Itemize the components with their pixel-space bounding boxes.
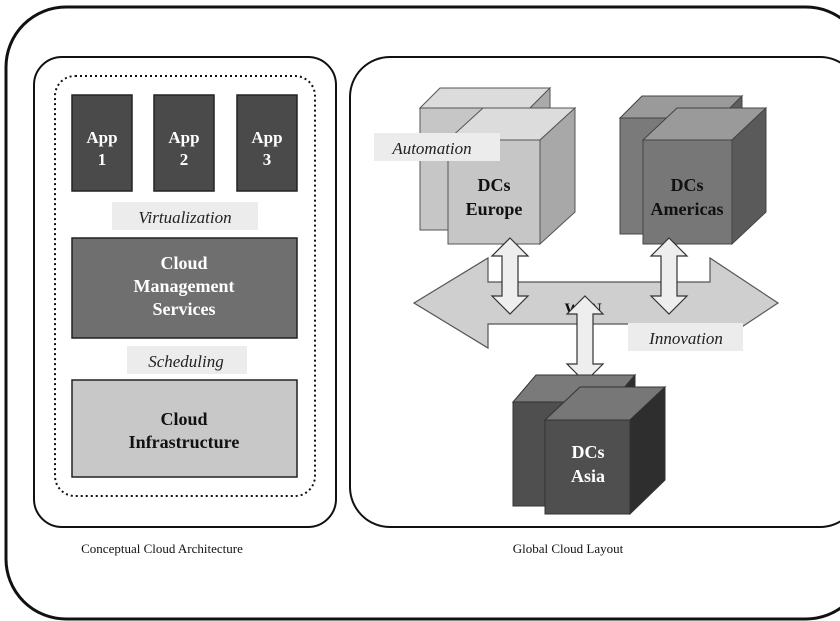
asia-cube: DCs Asia: [543, 385, 667, 516]
wan-arrow: [412, 256, 780, 350]
left-caption: Conceptual Cloud Architecture: [81, 541, 243, 556]
europe-wan-connector: [490, 237, 530, 315]
innovation-tag: Innovation: [628, 323, 743, 351]
innovation-label: Innovation: [648, 329, 723, 348]
scheduling-tag: Scheduling: [127, 346, 247, 374]
automation-tag: Automation: [374, 133, 500, 161]
app-3-label-line2: 3: [263, 150, 272, 169]
app-3-box: App 3: [236, 94, 298, 192]
dotted-boundary: [54, 75, 316, 497]
asia-label-line1: DCs: [571, 442, 604, 462]
management-label-line1: Cloud: [160, 253, 207, 273]
virtualization-tag: Virtualization: [112, 202, 258, 230]
americas-wan-connector: [649, 237, 689, 315]
app-1-label-line1: App: [86, 128, 117, 147]
virtualization-label: Virtualization: [138, 208, 231, 227]
app-3-label-line1: App: [251, 128, 282, 147]
app-1-box: App 1: [71, 94, 133, 192]
management-label-line3: Services: [153, 299, 216, 319]
americas-label-line2: Americas: [651, 199, 724, 219]
europe-label-line1: DCs: [477, 175, 510, 195]
automation-label: Automation: [391, 139, 471, 158]
americas-cube: DCs Americas: [641, 106, 768, 246]
management-label-line2: Management: [134, 276, 235, 296]
asia-label-line2: Asia: [571, 466, 605, 486]
scheduling-label: Scheduling: [148, 352, 224, 371]
app-2-label-line2: 2: [180, 150, 189, 169]
app-2-label-line1: App: [168, 128, 199, 147]
app-2-box: App 2: [153, 94, 215, 192]
europe-label-line2: Europe: [466, 199, 523, 219]
americas-label-line1: DCs: [670, 175, 703, 195]
infrastructure-label-line2: Infrastructure: [129, 432, 240, 452]
app-1-label-line2: 1: [98, 150, 107, 169]
right-caption: Global Cloud Layout: [513, 541, 624, 556]
management-box: Cloud Management Services: [71, 237, 298, 339]
infrastructure-label-line1: Cloud: [160, 409, 207, 429]
europe-cube: DCs Europe: [446, 106, 577, 246]
infrastructure-box: Cloud Infrastructure: [71, 379, 298, 478]
